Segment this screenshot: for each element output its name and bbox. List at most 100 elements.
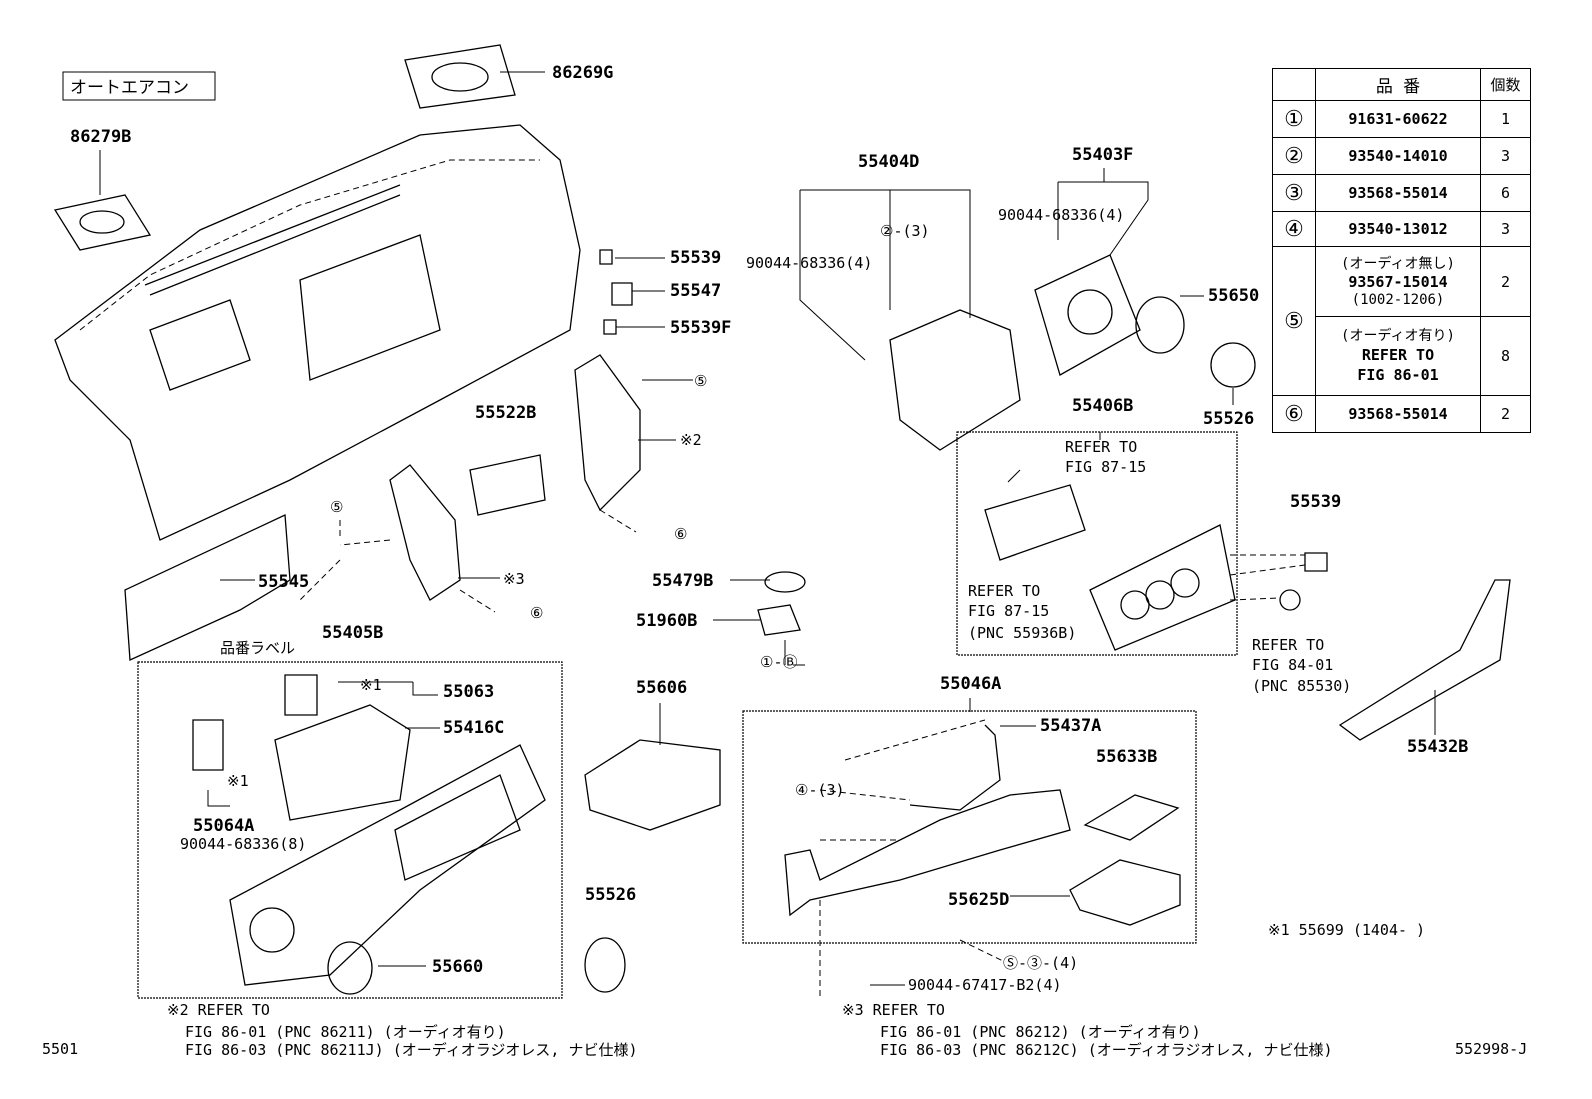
part-label: 55437A [1040,716,1101,736]
lower-55046a [784,789,1071,917]
part-label: FIG 84-01 [1252,656,1333,674]
part-label: 90044-68336(4) [998,206,1124,224]
part-label: 55522B [475,403,536,423]
part-label: ※1 [227,772,249,790]
ring-55526-top [1210,342,1256,388]
part-label: ⑤ [330,498,343,516]
part-label: 55650 [1208,286,1259,306]
part-label: ※3 [503,570,525,588]
part-label: 55046A [940,674,1001,694]
part-drawings [53,44,1511,995]
group-box-55406b [956,431,1238,656]
part-label: ※1 55699 (1404- ) [1268,921,1425,939]
tray-55606 [584,739,721,831]
notes-right-line1: FIG 86-01 (PNC 86212) (オーディオ有り) [880,1023,1201,1041]
garnish-55432b [1338,579,1511,741]
cluster-55404d [889,309,1021,451]
part-label: 90044-68336(8) [180,835,306,853]
part-label: Ⓢ-③-(4) [1003,954,1078,972]
part-label: 90044-67417-B2(4) [908,976,1062,994]
part-label: 55432B [1407,737,1468,757]
header-tag-box [62,71,216,101]
group-box-55405b [137,661,563,999]
table-row: ⑤ (オーディオ無し)93567-15014(1002-1206) 2 [1272,246,1531,396]
pad-86269g [404,44,516,109]
part-label: 86279B [70,127,131,147]
part-label: 55416C [443,718,504,738]
part-label: ⑥ [530,604,543,622]
part-label: 55606 [636,678,687,698]
part-label: ⑥ [674,525,687,543]
part-label: 55625D [948,890,1009,910]
glove-55545 [124,514,291,661]
notes-left-title: ※2 REFER TO [167,1001,270,1019]
part-label: 55403F [1072,145,1133,165]
drawing-code: 552998-J [1455,1040,1527,1058]
part-label: 55545 [258,572,309,592]
part-label: FIG 87-15 [968,602,1049,620]
vent-55650 [1135,296,1185,354]
part-label: 55526 [585,885,636,905]
part-label: 86269G [552,63,613,83]
notes-right-title: ※3 REFER TO [842,1001,945,1019]
part-label: (PNC 85530) [1252,677,1351,695]
notes-left-line1: FIG 86-01 (PNC 86211) (オーディオ有り) [185,1023,506,1041]
ac-bezel [1089,524,1236,651]
part-label: 55479B [652,571,713,591]
table-header-qty: 個数 [1480,68,1531,101]
table-header-no [1272,68,1316,101]
part-label: ①-Ⓑ [760,653,797,671]
part-label: 55539 [1290,492,1341,512]
lower-panel-55405b [229,744,546,986]
part-label: 55404D [858,152,919,172]
table-header-part: 品 番 [1315,68,1481,101]
part-label: 55539F [670,318,731,338]
part-label: 51960B [636,611,697,631]
part-label: ※2 [680,431,702,449]
bracket-3 [389,464,461,601]
part-label: 品番ラベル [220,639,295,657]
panel-55403f [1034,254,1141,376]
bracket-55522b [469,454,546,516]
notes-right-line2: FIG 86-03 (PNC 86212C) (オーディオラジオレス, ナビ仕様… [880,1041,1332,1059]
part-label: 55539 [670,248,721,268]
part-label: REFER TO [1065,438,1137,456]
part-label: ④-(3) [795,781,845,799]
ring-55526-bottom [584,937,626,993]
part-label: 55660 [432,957,483,977]
part-label: 55633B [1096,747,1157,767]
part-label: (PNC 55936B) [968,624,1076,642]
instrument-panel [54,124,581,541]
part-label: 90044-68336(4) [746,254,872,272]
part-label: 55063 [443,682,494,702]
part-label: ⑤ [694,372,707,390]
pad-86279b [53,194,152,251]
notes-left-line2: FIG 86-03 (PNC 86211J) (オーディオラジオレス, ナビ仕様… [185,1041,637,1059]
part-label: 55526 [1203,409,1254,429]
box-55416c [274,704,411,821]
part-label: ※1 [360,676,382,694]
part-label: 55064A [193,816,254,836]
ac-control [984,484,1086,561]
part-label: REFER TO [1252,636,1324,654]
part-label: ②-(3) [880,222,930,240]
part-label: 55406B [1072,396,1133,416]
leader-lines [99,71,1436,1000]
bracket-2 [574,354,641,512]
page-code: 5501 [42,1040,78,1058]
part-label: 55547 [670,281,721,301]
vent-55660 [327,941,373,995]
header-tag: オートエアコン [70,78,189,98]
tray-55625d [1069,859,1181,926]
part-label: FIG 87-15 [1065,458,1146,476]
cupholder-55633b [1083,794,1180,841]
part-label: REFER TO [968,582,1040,600]
